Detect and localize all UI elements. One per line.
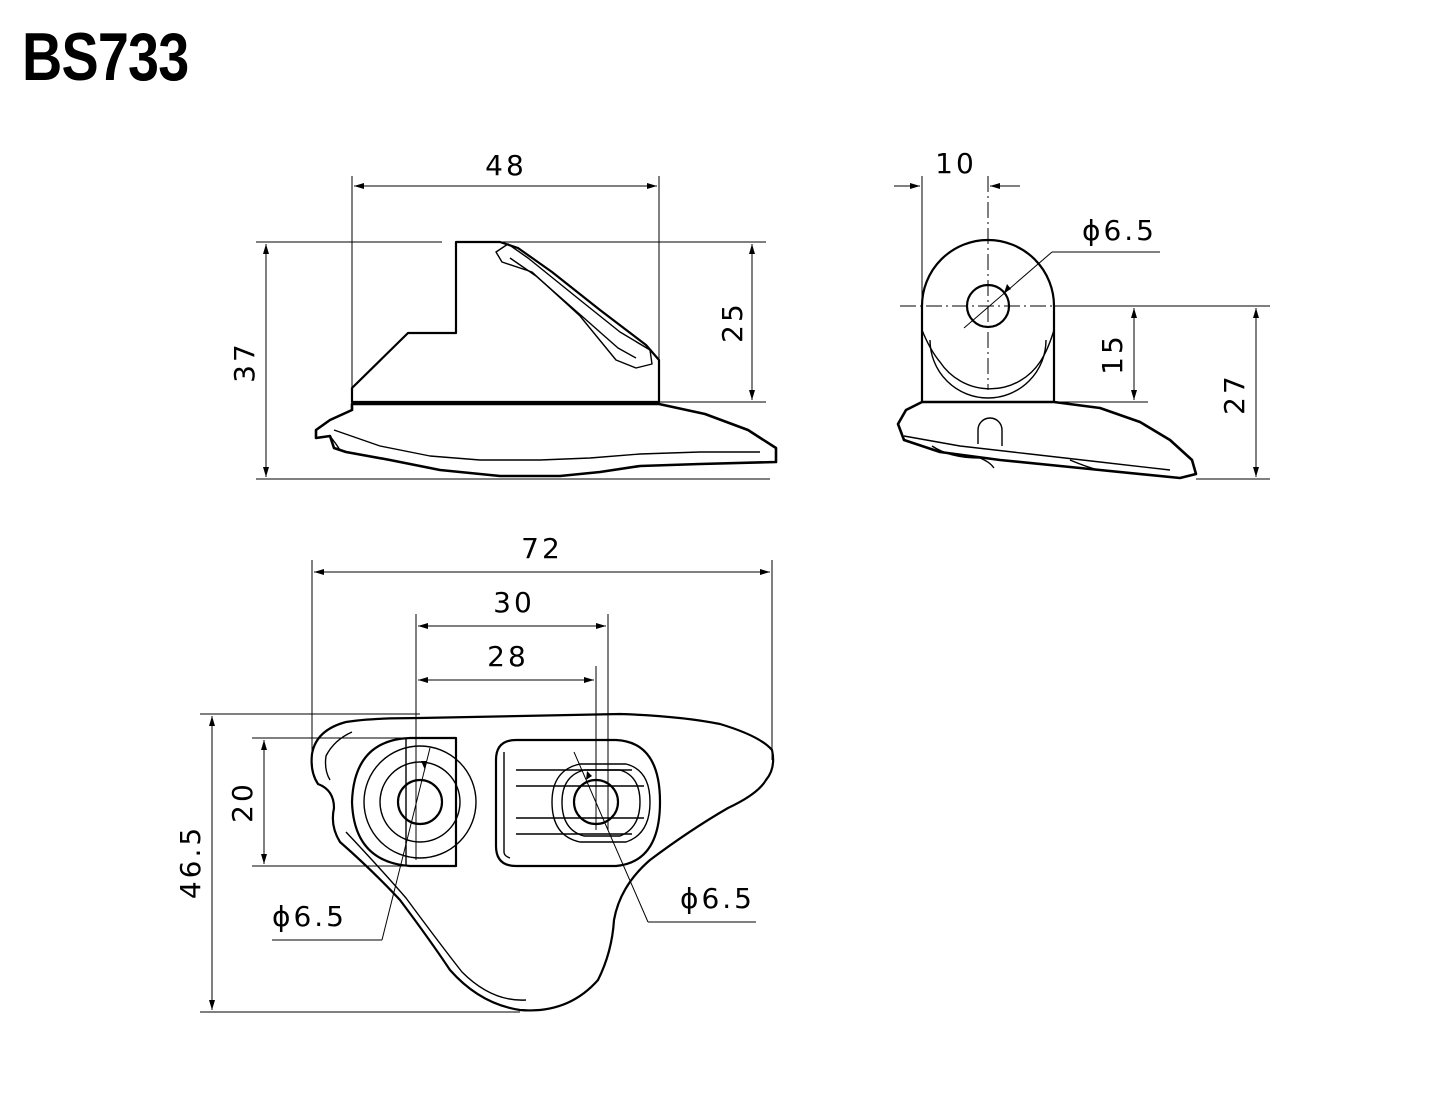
part-number-title: BS733	[22, 19, 189, 95]
dim-front-height-upper: 25	[716, 301, 749, 343]
bottom-dimensions: 72 30 28 20 46.5 ϕ6.5 ϕ6.5	[174, 532, 773, 1013]
dim-bottom-right-hole-dia: ϕ6.5	[680, 882, 755, 915]
front-dimensions: 48 37 25	[228, 149, 770, 480]
side-view	[896, 176, 1198, 480]
dim-bottom-left-hole-dia: ϕ6.5	[272, 900, 347, 933]
dim-bottom-hole-spacing: 28	[487, 640, 529, 673]
bottom-view	[310, 712, 775, 1012]
dim-bottom-slot-outer: 30	[493, 586, 535, 619]
dim-bottom-overall-depth: 46.5	[174, 825, 207, 899]
side-dimensions: 10 ϕ6.5 15 27	[894, 147, 1270, 480]
front-view	[314, 240, 778, 478]
dim-bottom-slot-height: 20	[226, 781, 259, 823]
dim-side-hole-dia: ϕ6.5	[1082, 214, 1157, 247]
dim-bottom-overall-width: 72	[521, 532, 563, 565]
dim-front-width: 48	[485, 149, 527, 182]
dim-side-width: 10	[935, 147, 977, 180]
dim-side-hole-height: 15	[1096, 333, 1129, 375]
dim-front-height-total: 37	[228, 341, 261, 383]
dim-side-height-total: 27	[1218, 373, 1251, 415]
